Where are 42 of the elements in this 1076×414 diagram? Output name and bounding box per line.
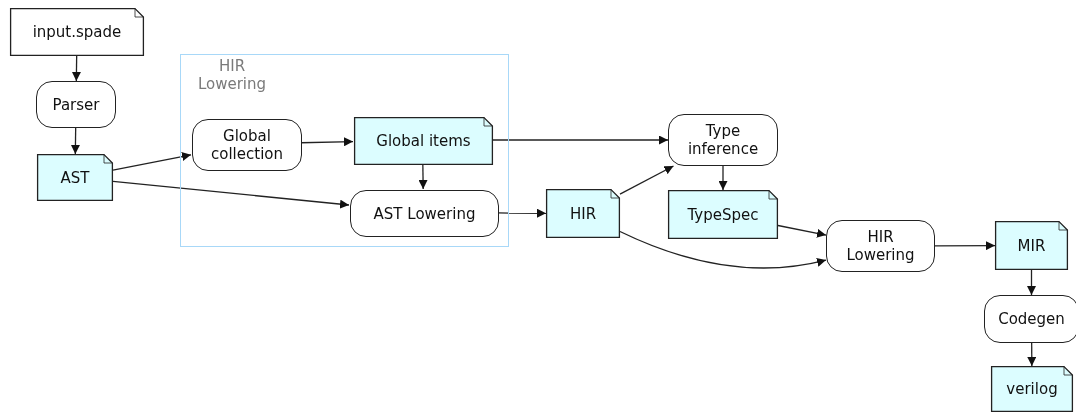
arrow — [619, 230, 827, 269]
node-label: Type inference — [686, 122, 760, 158]
arrow — [718, 165, 728, 191]
document-shape — [995, 221, 1068, 270]
arrow — [497, 208, 547, 218]
node-label: HIR Lowering — [845, 228, 916, 264]
process-box — [36, 81, 116, 128]
node-label: AST Lowering — [373, 204, 476, 223]
arrow — [70, 127, 80, 155]
process-box — [668, 114, 778, 166]
node-label: HIR — [569, 204, 597, 223]
process-box — [350, 190, 499, 237]
arrow — [418, 163, 428, 190]
group-frame — [180, 54, 509, 247]
arrow — [1027, 342, 1037, 367]
node-label: verilog — [1006, 380, 1058, 398]
process-box — [826, 220, 935, 272]
group-label: HIR Lowering — [196, 57, 268, 93]
arrow — [300, 137, 354, 147]
node-label: input.spade — [32, 23, 122, 41]
node-label: Global items — [376, 132, 471, 150]
node-label: Parser — [52, 95, 100, 114]
document-shape — [10, 8, 144, 56]
node-label: MIR — [1017, 236, 1046, 255]
arrow — [619, 165, 675, 195]
arrow — [71, 55, 81, 82]
arrow — [112, 152, 192, 171]
node-label: Global collection — [210, 127, 284, 163]
process-box — [192, 119, 302, 171]
document-shape — [354, 117, 493, 165]
arrow — [934, 241, 996, 251]
node-label: TypeSpec — [687, 205, 759, 224]
document-shape — [991, 366, 1073, 412]
node-label: AST — [60, 168, 90, 187]
arrow — [1027, 269, 1036, 296]
document-shape — [668, 190, 778, 239]
node-label: Codegen — [998, 310, 1065, 328]
arrow — [112, 180, 350, 209]
arrow — [777, 224, 827, 238]
document-shape — [546, 189, 620, 238]
process-box — [984, 295, 1076, 343]
document-shape — [37, 154, 113, 201]
